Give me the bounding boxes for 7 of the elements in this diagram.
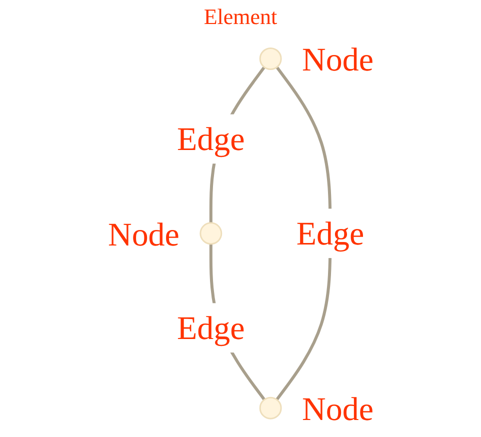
edge-label: Edge <box>296 208 364 258</box>
edge-label: Edge <box>176 303 245 353</box>
node-label: Node <box>108 217 180 254</box>
node-label: Node <box>302 42 374 79</box>
edge-label: Edge <box>176 114 245 164</box>
node-label: Node <box>302 392 374 428</box>
diagram-label: Element <box>204 4 278 30</box>
